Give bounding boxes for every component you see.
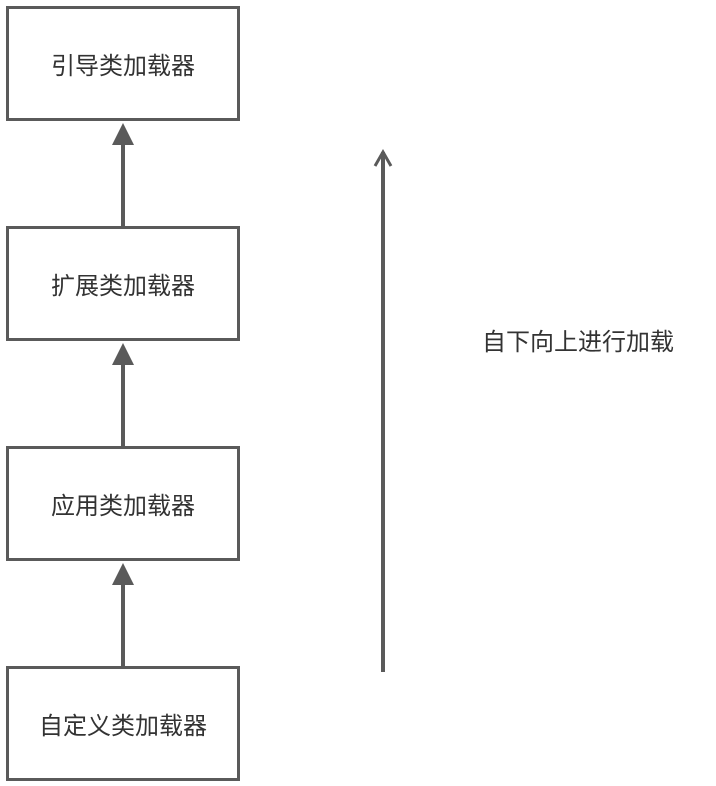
custom-loader-box: 自定义类加载器 [6, 666, 240, 781]
application-loader-box: 应用类加载器 [6, 446, 240, 561]
direction-arrow-up [373, 148, 393, 672]
custom-loader-label: 自定义类加载器 [39, 712, 207, 740]
bootstrap-loader-label: 引导类加载器 [51, 52, 195, 80]
arrow-extension-to-bootstrap [112, 123, 134, 226]
extension-loader-label: 扩展类加载器 [51, 272, 195, 300]
bootstrap-loader-box: 引导类加载器 [6, 6, 240, 121]
loading-direction-label: 自下向上进行加载 [482, 328, 674, 356]
extension-loader-box: 扩展类加载器 [6, 226, 240, 341]
arrow-custom-to-application [112, 563, 134, 666]
application-loader-label: 应用类加载器 [51, 492, 195, 520]
arrow-application-to-extension [112, 343, 134, 446]
